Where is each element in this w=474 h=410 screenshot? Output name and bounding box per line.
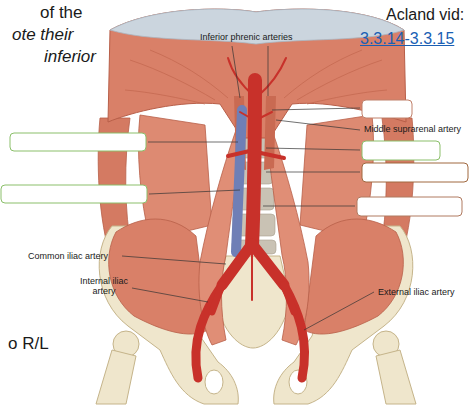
artery-label: Middle suprarenal artery bbox=[364, 124, 461, 134]
note-fragment: o R/L bbox=[8, 334, 49, 354]
vena-cava bbox=[236, 110, 242, 252]
crus bbox=[264, 96, 276, 170]
heading-fragment: inferior bbox=[44, 47, 96, 67]
iliacus bbox=[304, 219, 403, 334]
diaphragm-tendon bbox=[110, 9, 404, 44]
arteries bbox=[196, 58, 305, 378]
leader-lines bbox=[122, 46, 374, 330]
artery-label: Inferior phrenic arteries bbox=[200, 32, 293, 42]
blank-answer-boxes bbox=[1, 100, 468, 216]
artery-label: Common iliac artery bbox=[28, 251, 108, 261]
femur bbox=[96, 350, 136, 404]
artery-label: External iliac artery bbox=[378, 287, 455, 297]
heading-fragment: ote their bbox=[12, 25, 73, 45]
heading-fragment: of the bbox=[40, 3, 83, 23]
artery-label: Internal iliac artery bbox=[76, 276, 132, 297]
video-link: 3.3.14-3.3.15 bbox=[360, 30, 454, 48]
femur bbox=[376, 350, 416, 404]
obturator-foramen bbox=[205, 370, 223, 394]
video-reference: Acland vid: bbox=[386, 6, 464, 24]
